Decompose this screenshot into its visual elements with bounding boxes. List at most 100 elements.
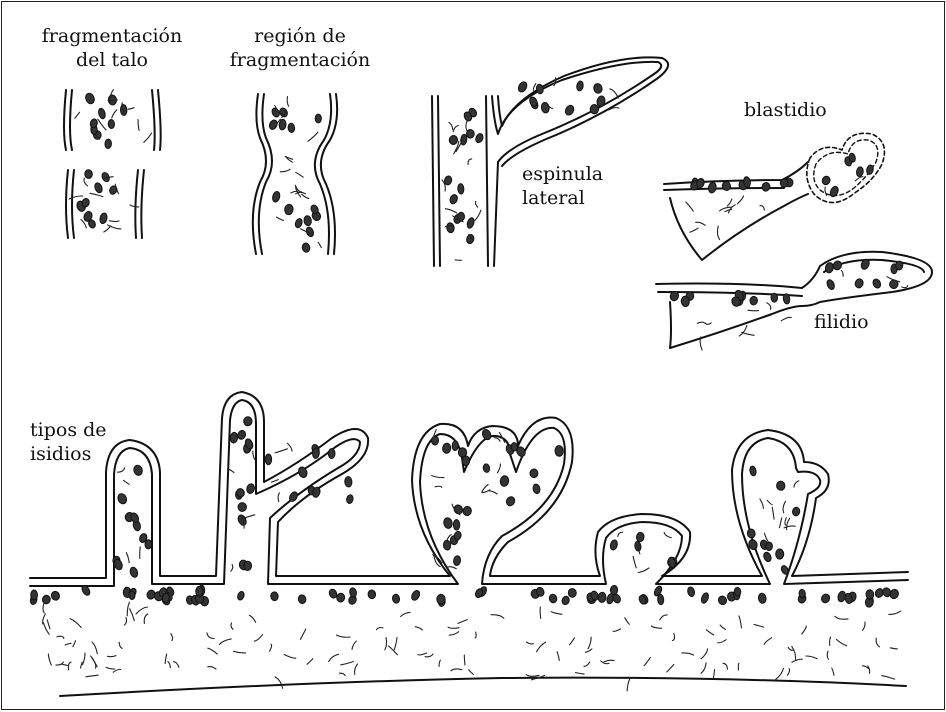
algal-cell <box>457 183 464 194</box>
hypha-stroke <box>638 568 649 573</box>
hypha-stroke <box>682 653 694 655</box>
algal-cell <box>116 492 128 505</box>
algal-cell <box>442 443 451 454</box>
hypha-stroke <box>633 556 636 567</box>
hypha-stroke <box>296 173 304 178</box>
algal-cell <box>634 541 641 551</box>
hypha-stroke <box>70 619 81 628</box>
hypha-stroke <box>466 121 467 131</box>
algal-cell <box>237 591 246 601</box>
algal-cell <box>42 595 51 604</box>
hypha-stroke <box>497 464 500 473</box>
label-espinula-lateral: espinula lateral <box>522 162 603 210</box>
hypha-stroke <box>767 501 772 505</box>
hypha-stroke <box>491 615 504 619</box>
hypha-stroke <box>207 633 214 639</box>
algal-cell <box>431 436 439 445</box>
algal-cells-texture <box>29 78 907 691</box>
hypha-stroke <box>84 178 88 186</box>
hypha-stroke <box>701 663 706 674</box>
hypha-stroke <box>81 662 83 668</box>
hypha-stroke <box>119 642 122 648</box>
hypha-stroke <box>625 618 630 625</box>
hypha-stroke <box>272 480 279 483</box>
hypha-stroke <box>806 656 817 659</box>
hypha-stroke <box>104 226 111 232</box>
hypha-stroke <box>651 626 661 628</box>
hypha-stroke <box>718 640 727 643</box>
hypha-stroke <box>165 654 167 664</box>
hypha-stroke <box>448 627 459 628</box>
algal-cell <box>133 464 144 476</box>
hypha-stroke <box>341 662 354 665</box>
hypha-stroke <box>352 641 356 649</box>
label-tipos-line1: tipos de <box>30 418 107 442</box>
hypha-stroke <box>527 642 534 644</box>
algal-cell <box>532 483 541 494</box>
hypha-stroke <box>725 209 732 212</box>
hypha-stroke <box>644 657 650 665</box>
algal-cell <box>821 175 831 186</box>
hypha-stroke <box>551 612 562 615</box>
algal-cell <box>466 217 475 229</box>
label-fragmentacion-talo: fragmentación del talo <box>26 24 198 72</box>
hypha-stroke <box>787 518 790 529</box>
algal-cell <box>270 591 278 601</box>
algal-cell <box>555 445 564 456</box>
hypha-stroke <box>229 469 234 472</box>
hypha-stroke <box>86 675 98 677</box>
algal-cell <box>541 102 550 114</box>
hypha-stroke <box>667 664 674 672</box>
algal-cell <box>246 483 255 494</box>
hypha-stroke <box>738 663 739 670</box>
algal-cell <box>443 517 453 529</box>
hypha-stroke <box>557 652 559 661</box>
hypha-stroke <box>388 646 397 655</box>
blastidium-drawing <box>664 133 884 260</box>
hypha-stroke <box>576 673 585 675</box>
algal-cell <box>466 234 475 245</box>
algal-cell <box>31 590 38 600</box>
fragmentation-region-drawing <box>253 94 337 254</box>
label-filidio: filidio <box>814 310 869 334</box>
algal-cell <box>700 592 710 604</box>
hypha-stroke <box>855 177 863 181</box>
hypha-stroke <box>439 660 440 666</box>
algal-cell <box>271 191 280 203</box>
algal-cell <box>453 520 460 531</box>
algal-cell <box>511 442 518 451</box>
algal-cell <box>708 182 717 194</box>
hypha-stroke <box>453 126 458 132</box>
label-region-fragmentacion: región de fragmentación <box>224 24 376 72</box>
hypha-stroke <box>764 638 772 645</box>
label-fragmentacion-line2: del talo <box>26 48 198 72</box>
hypha-stroke <box>318 242 321 247</box>
algal-cell <box>481 428 493 441</box>
hypha-stroke <box>126 553 129 563</box>
algal-cell <box>84 92 96 105</box>
algal-cell <box>771 293 778 302</box>
hypha-stroke <box>863 622 865 630</box>
hypha-stroke <box>776 668 784 679</box>
hypha-stroke <box>278 493 280 502</box>
algal-cell <box>302 242 311 252</box>
algal-cell <box>687 586 696 597</box>
algal-cell <box>449 193 459 204</box>
algal-cell <box>761 182 771 192</box>
hypha-stroke <box>432 476 444 478</box>
algal-cell <box>762 551 772 563</box>
algal-cell <box>576 81 584 92</box>
algal-cell <box>312 448 320 459</box>
hypha-stroke <box>231 564 233 571</box>
hypha-stroke <box>489 491 497 494</box>
hypha-stroke <box>108 656 116 657</box>
hypha-stroke <box>464 655 465 665</box>
hypha-stroke <box>254 635 262 642</box>
algal-cell <box>564 104 576 117</box>
hypha-stroke <box>836 639 846 645</box>
hypha-stroke <box>138 120 139 131</box>
algal-cell <box>517 80 529 93</box>
hypha-stroke <box>277 217 284 220</box>
algal-cell <box>593 83 603 94</box>
